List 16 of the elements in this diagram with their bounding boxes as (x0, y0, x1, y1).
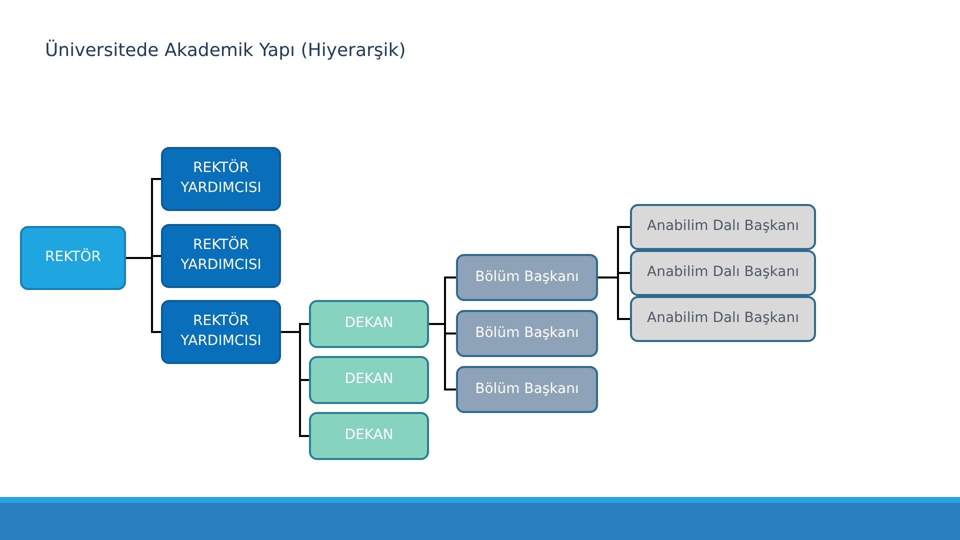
org-box: REKTÖR YARDIMCISI (161, 147, 281, 211)
connector-line (598, 276, 630, 320)
org-box: DEKAN (309, 300, 429, 348)
org-box: Bölüm Başkanı (456, 254, 598, 301)
org-box: REKTÖR (20, 226, 126, 290)
org-box: Bölüm Başkanı (456, 310, 598, 357)
org-box: DEKAN (309, 356, 429, 404)
title: Üniversitede Akademik Yapı (Hiyerarşik) (45, 40, 406, 61)
org-box: REKTÖR YARDIMCISI (161, 224, 281, 288)
org-box: Anabilim Dalı Başkanı (630, 250, 816, 296)
org-box: DEKAN (309, 412, 429, 460)
org-box: Bölüm Başkanı (456, 366, 598, 413)
org-box: Anabilim Dalı Başkanı (630, 204, 816, 250)
org-box: REKTÖR YARDIMCISI (161, 300, 281, 364)
org-box: Anabilim Dalı Başkanı (630, 296, 816, 342)
connector-line (126, 257, 161, 333)
